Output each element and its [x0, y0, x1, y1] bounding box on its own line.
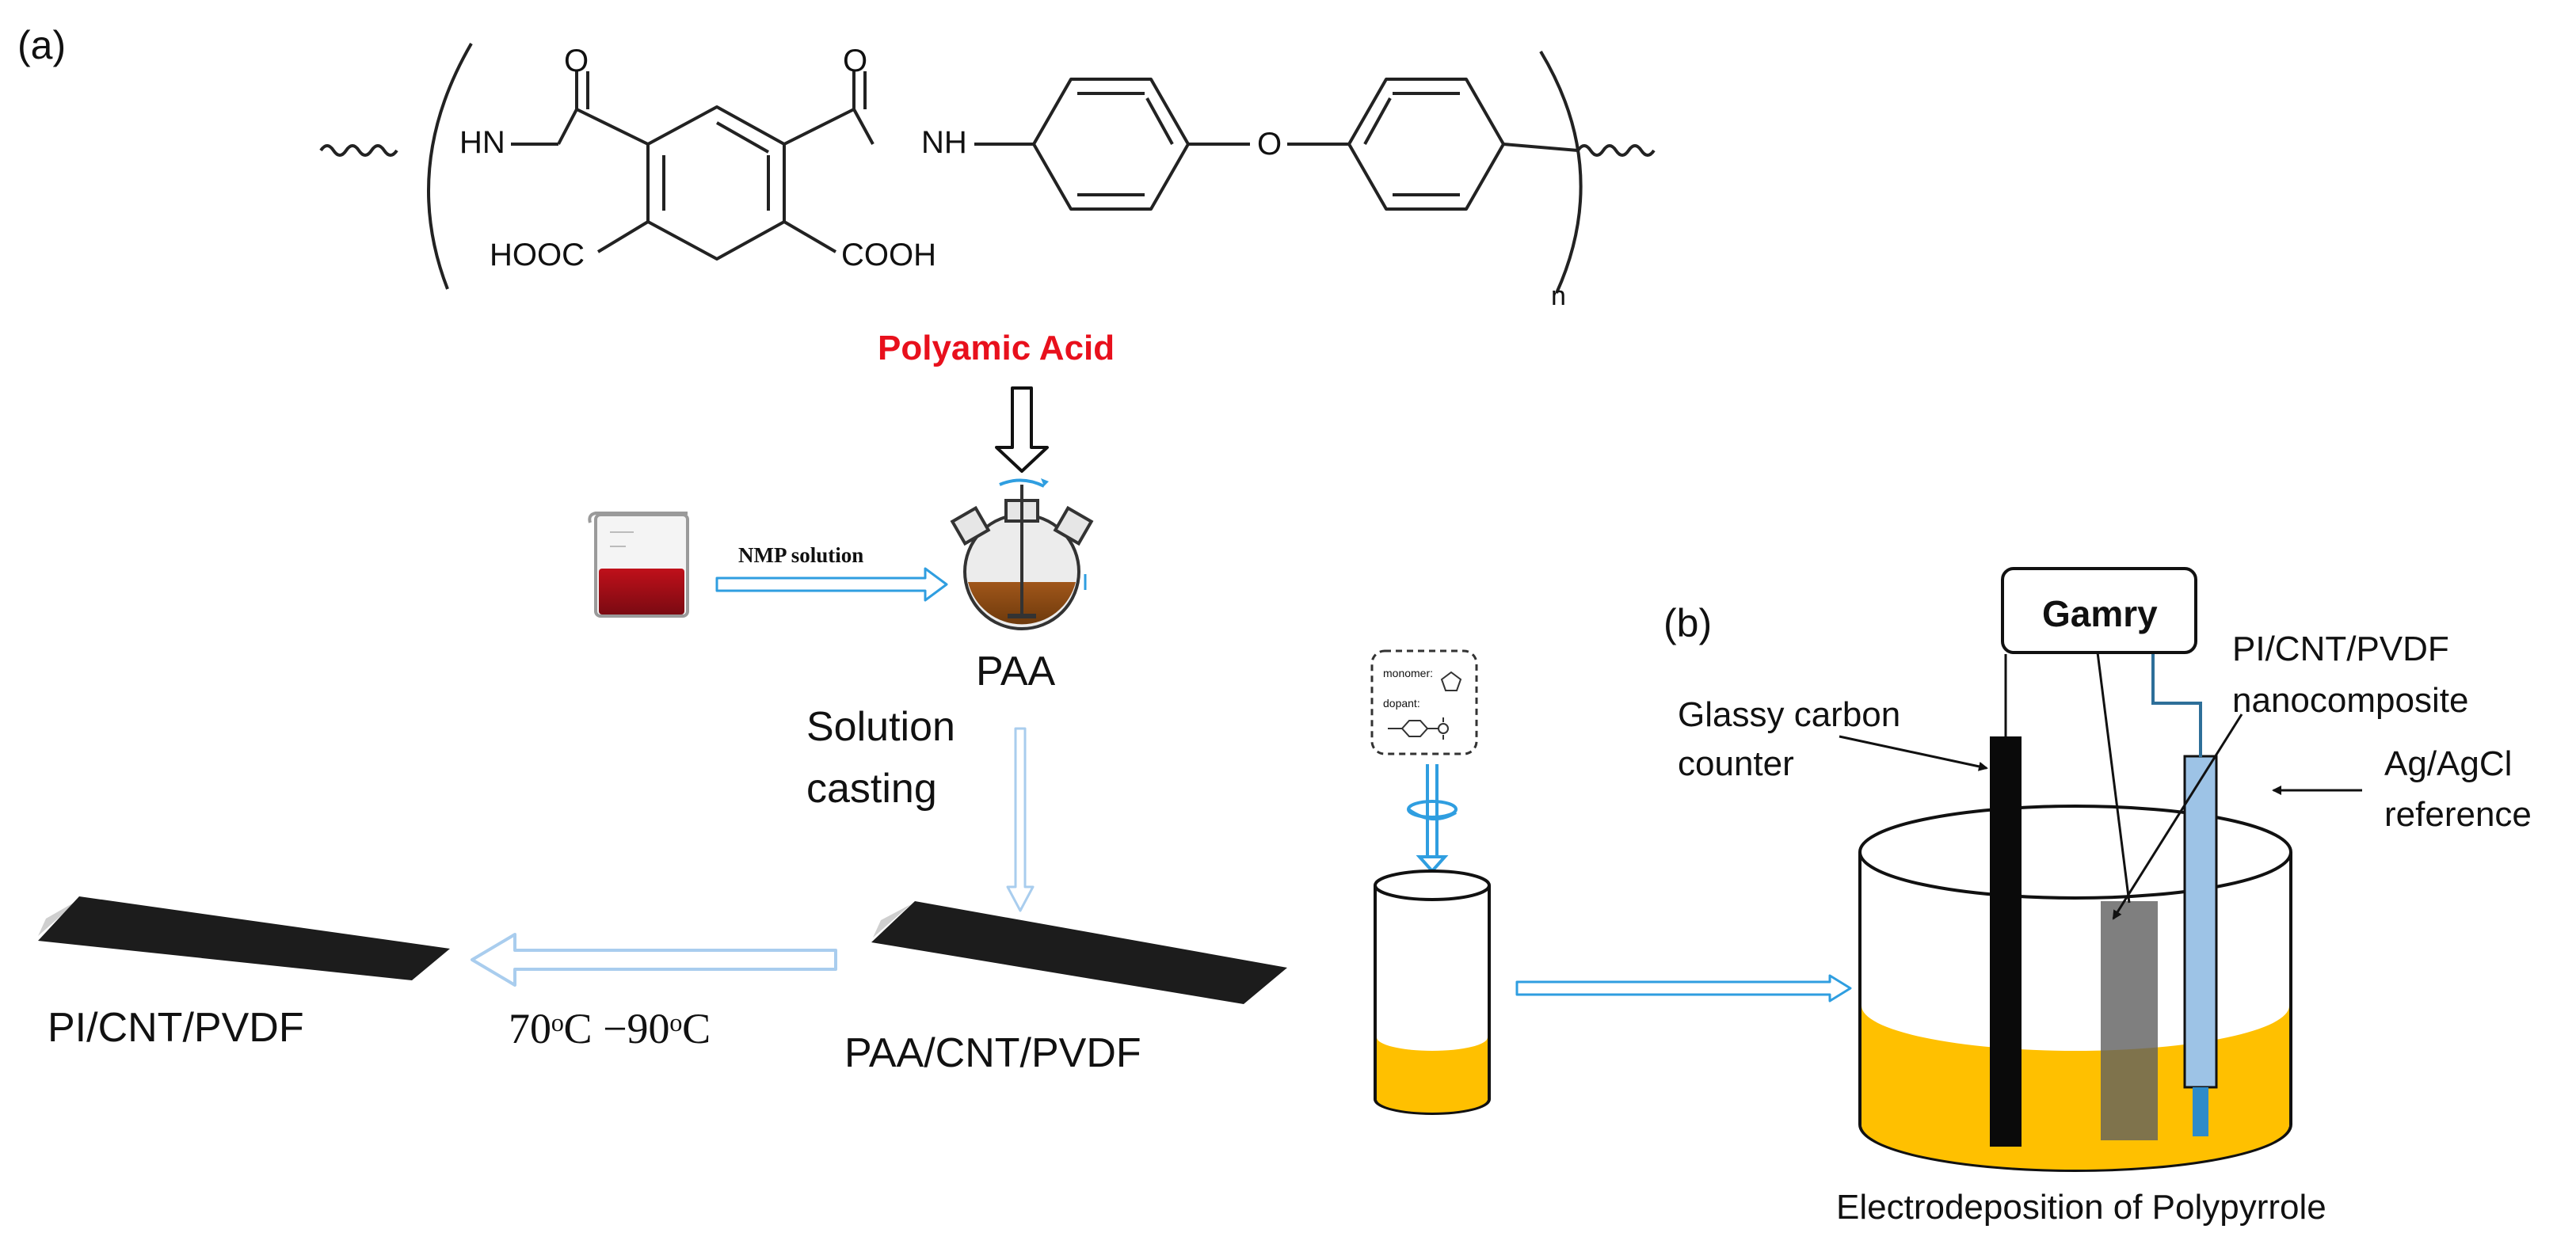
solution-casting-line2: casting — [806, 766, 937, 812]
inset-monomer-label: monomer: — [1383, 667, 1434, 679]
nmp-solution-label: NMP solution — [738, 543, 864, 567]
hooc-label: HOOC — [490, 238, 585, 272]
nmp-arrow — [715, 567, 948, 602]
ag-agcl-label-1: Ag/AgCl — [2384, 744, 2513, 783]
sample-label-2: nanocomposite — [2232, 681, 2469, 720]
paa-film-label: PAA/CNT/PVDF — [844, 1030, 1141, 1076]
glassy-carbon-label-1: Glassy carbon — [1678, 695, 1901, 734]
three-neck-flask — [950, 478, 1094, 630]
reference-electrode — [2183, 755, 2218, 1089]
repeat-n-label: n — [1551, 281, 1566, 311]
pi-film — [38, 896, 450, 980]
inset-dopant-label: dopant: — [1383, 697, 1420, 710]
working-electrode-sample — [2101, 901, 2158, 1140]
panel-label-a: (a) — [17, 23, 67, 67]
carbonyl-o-left: O — [564, 44, 589, 78]
hn-left-label: HN — [459, 125, 505, 160]
glassy-carbon-electrode — [1990, 736, 2022, 1147]
glassy-carbon-label-2: counter — [1678, 744, 1794, 783]
pyromellitic-ring — [646, 105, 786, 261]
gamry-box — [2001, 567, 2197, 654]
wire-reference — [2151, 654, 2202, 757]
stir-arrow — [1407, 764, 1458, 874]
cooh-label: COOH — [841, 238, 936, 272]
nh-right-label: NH — [921, 125, 967, 160]
heating-arrow — [471, 933, 837, 987]
temperature-label: 70ᵒC −90ᵒC — [509, 1005, 711, 1052]
left-bracket — [427, 42, 473, 290]
gamry-label: Gamry — [2042, 593, 2158, 634]
right-bracket — [1539, 50, 1583, 294]
down-arrow-black — [995, 386, 1049, 473]
glassy-callout-arrow — [1839, 735, 1988, 771]
pi-film-label: PI/CNT/PVDF — [48, 1005, 304, 1051]
to-cell-arrow — [1515, 974, 1852, 1003]
tosylate-icon — [1388, 717, 1449, 740]
paa-film — [871, 901, 1287, 1004]
left-wavy-end — [319, 144, 398, 157]
ether-oxygen-label: O — [1257, 127, 1282, 162]
phenylene-ring-1 — [1032, 78, 1190, 211]
sample-label-1: PI/CNT/PVDF — [2232, 630, 2449, 668]
solution-casting-line1: Solution — [806, 704, 955, 750]
electrodeposition-caption: Electrodeposition of Polypyrrole — [1836, 1188, 2326, 1227]
pyrrole-icon — [1440, 671, 1462, 691]
paa-label: PAA — [976, 649, 1056, 694]
ag-agcl-label-2: reference — [2384, 795, 2532, 834]
casting-arrow — [1006, 727, 1035, 912]
right-wavy-end — [1576, 144, 1656, 157]
phenylene-ring-2 — [1347, 78, 1505, 211]
electrochemical-cell — [1858, 805, 2292, 1172]
small-beaker — [1374, 869, 1491, 1115]
panel-label-b: (b) — [1663, 601, 1713, 645]
carbonyl-o-right: O — [843, 44, 868, 78]
sample-callout-arrow — [2112, 713, 2243, 920]
polyamic-acid-title: Polyamic Acid — [878, 329, 1115, 367]
polyamic-acid-structure — [319, 42, 1656, 294]
beaker — [588, 512, 689, 618]
wire-working — [2096, 652, 2131, 904]
